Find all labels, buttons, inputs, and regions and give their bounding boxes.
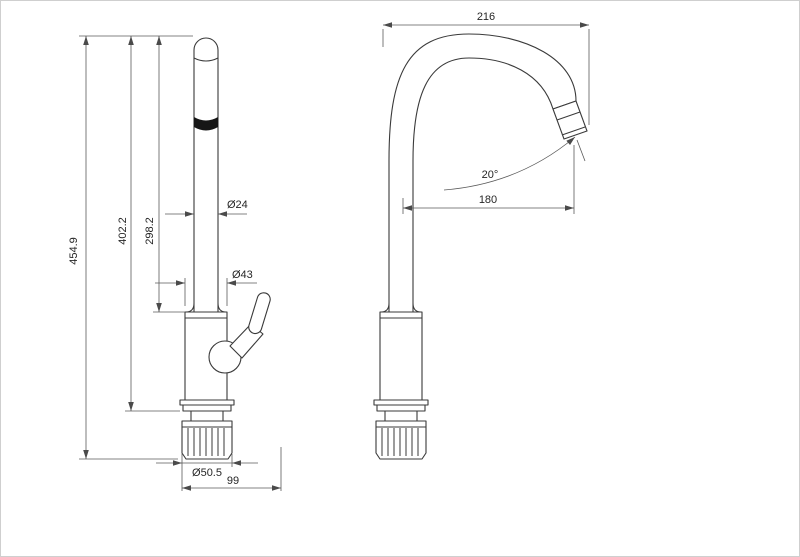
spout-pipe (193, 37, 219, 314)
dim-spout-pipe-height: 298.2 (144, 36, 185, 313)
base-nut-ribs-side (381, 428, 419, 456)
dim-base-width: 99 (182, 447, 282, 491)
mount-flange-upper (179, 399, 235, 406)
dim-base-width-label: 99 (227, 475, 239, 487)
mixer-body-side (379, 311, 423, 401)
dim-pipe-diameter: Ø24 (165, 199, 248, 217)
side-faucet-body (373, 33, 588, 460)
nozzle-seam-2 (561, 126, 586, 136)
dim-spout-angle: 20° (443, 136, 586, 191)
dim-spout-reach-label: 180 (479, 194, 497, 206)
base-nut-ribs (187, 428, 225, 456)
dim-overall-height-label: 454.9 (68, 237, 80, 265)
front-faucet-body (179, 37, 271, 460)
dim-body-diameter-label: Ø43 (232, 269, 253, 281)
pipe-body-fillets (185, 302, 227, 313)
dim-upper-height-label: 402.2 (117, 217, 129, 245)
mount-flange-upper-side (373, 399, 429, 406)
dim-spout-reach: 180 (402, 145, 575, 214)
dim-base-diameter-label: Ø50.5 (192, 467, 222, 479)
nozzle-seam-1 (556, 111, 581, 121)
mount-flange-lower (182, 404, 232, 412)
dim-top-width-label: 216 (477, 11, 495, 23)
mount-neck (190, 410, 224, 422)
side-dimensions: 216 20° 180 (382, 11, 590, 214)
dim-top-width: 216 (382, 11, 590, 125)
mount-neck-side (384, 410, 418, 422)
front-view: 454.9 402.2 298.2 (68, 35, 282, 491)
pipe-body-fillets-side (380, 302, 422, 313)
dim-spout-angle-label: 20° (482, 169, 499, 181)
dim-base-diameter: Ø50.5 (156, 453, 258, 491)
handle-lever (248, 292, 271, 335)
dim-pipe-diameter-label: Ø24 (227, 199, 248, 211)
pipe-seam-top (193, 57, 219, 62)
front-dimensions: 454.9 402.2 298.2 (68, 35, 282, 491)
side-view: 216 20° 180 (373, 11, 590, 460)
pipe-dark-band (194, 117, 218, 131)
dim-spout-pipe-height-label: 298.2 (144, 217, 156, 245)
mount-flange-lower-side (376, 404, 426, 412)
dim-body-diameter: Ø43 (155, 269, 257, 306)
dim-overall-height: 454.9 (68, 36, 178, 460)
dim-upper-height: 402.2 (117, 36, 180, 412)
